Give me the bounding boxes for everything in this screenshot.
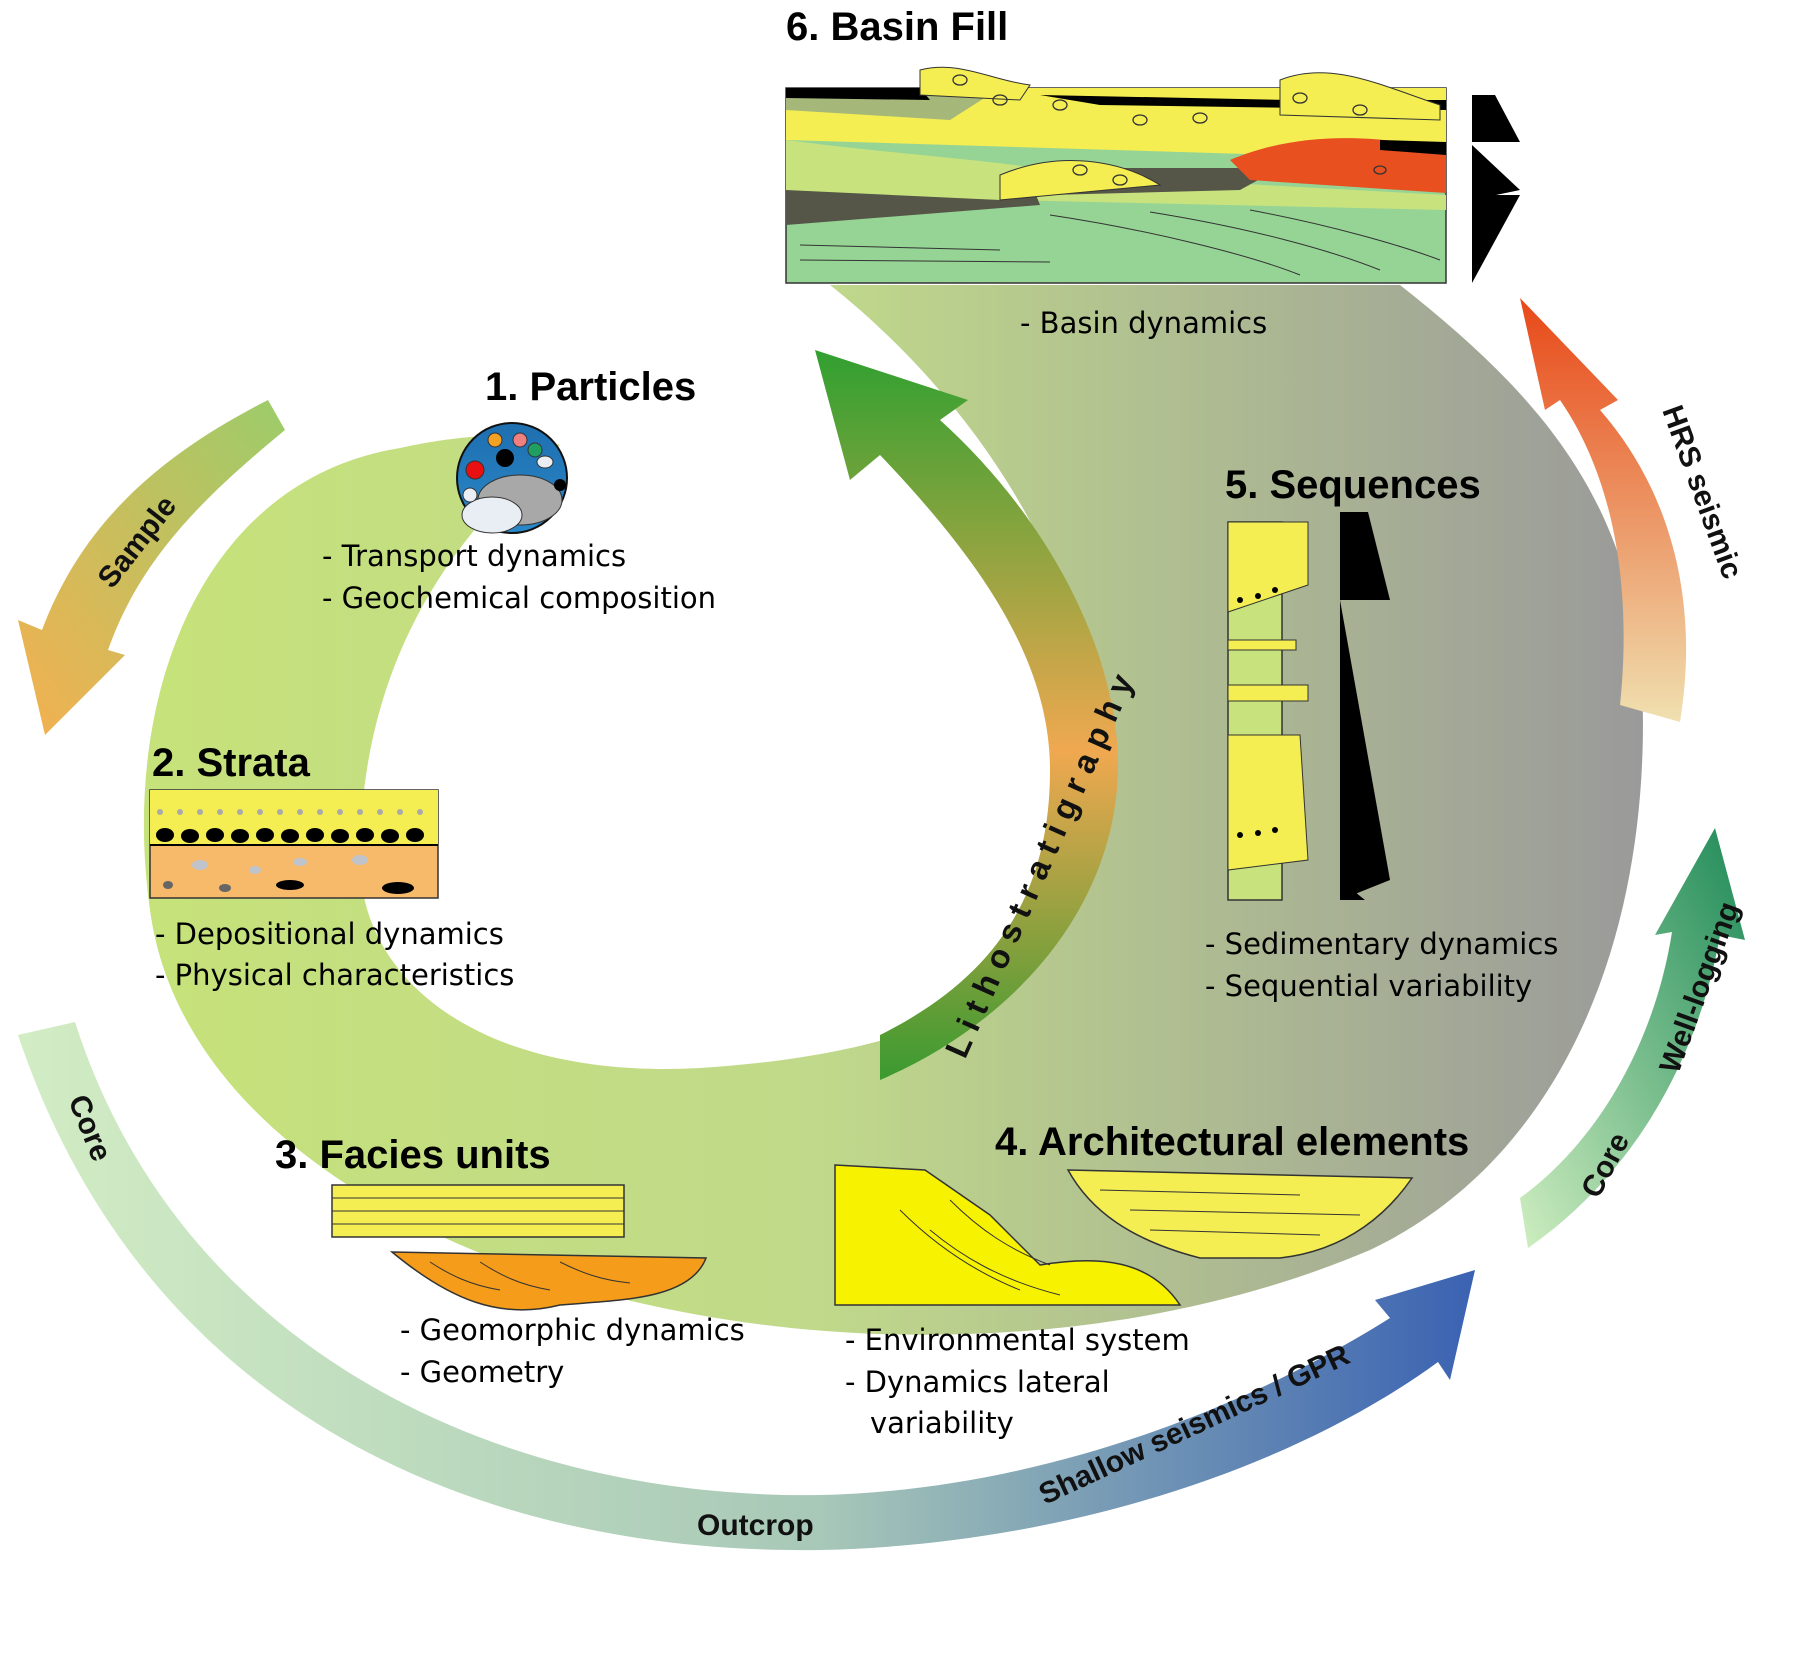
strata-title: 2. Strata — [152, 741, 311, 785]
basin-fill-illustration — [785, 66, 1520, 284]
architectural-illustration — [834, 1164, 1414, 1306]
facies-units-title: 3. Facies units — [275, 1133, 551, 1177]
outcrop-label: Outcrop — [697, 1509, 814, 1542]
facies-units-stage: 3. Facies units - Geomorphic dynamics - … — [275, 1133, 745, 1389]
particles-line-2: - Geochemical composition — [322, 581, 716, 615]
facies-illustration — [331, 1184, 708, 1311]
basin-fill-title: 6. Basin Fill — [786, 5, 1008, 49]
architectural-title: 4. Architectural elements — [995, 1120, 1469, 1164]
strata-illustration — [149, 789, 439, 899]
strata-stage: 2. Strata — [149, 741, 514, 992]
strata-line-2: - Physical characteristics — [155, 958, 514, 992]
particles-line-1: - Transport dynamics — [322, 539, 626, 573]
particles-title: 1. Particles — [485, 365, 696, 409]
architectural-elements-stage: 4. Architectural elements - Environmenta… — [834, 1120, 1469, 1440]
particles-illustration — [456, 422, 568, 534]
architectural-line-2: - Dynamics lateral — [845, 1365, 1110, 1399]
sequences-illustration — [1227, 512, 1390, 901]
sequences-title: 5. Sequences — [1225, 463, 1481, 507]
sequences-line-2: - Sequential variability — [1205, 969, 1532, 1003]
strata-line-1: - Depositional dynamics — [155, 917, 504, 951]
basin-fill-stage: 6. Basin Fill — [785, 5, 1520, 340]
sequences-line-1: - Sedimentary dynamics — [1205, 927, 1558, 961]
basin-fill-line-1: - Basin dynamics — [1020, 306, 1267, 340]
sequences-stage: 5. Sequences - Sedimentary dynamics - Se… — [1205, 463, 1558, 1003]
architectural-line-3: variability — [870, 1406, 1014, 1440]
facies-line-1: - Geomorphic dynamics — [400, 1313, 745, 1347]
architectural-line-1: - Environmental system — [845, 1323, 1190, 1357]
facies-line-2: - Geometry — [400, 1355, 564, 1389]
particles-stage: 1. Particles - Transport dynamics - Geoc… — [322, 365, 716, 615]
